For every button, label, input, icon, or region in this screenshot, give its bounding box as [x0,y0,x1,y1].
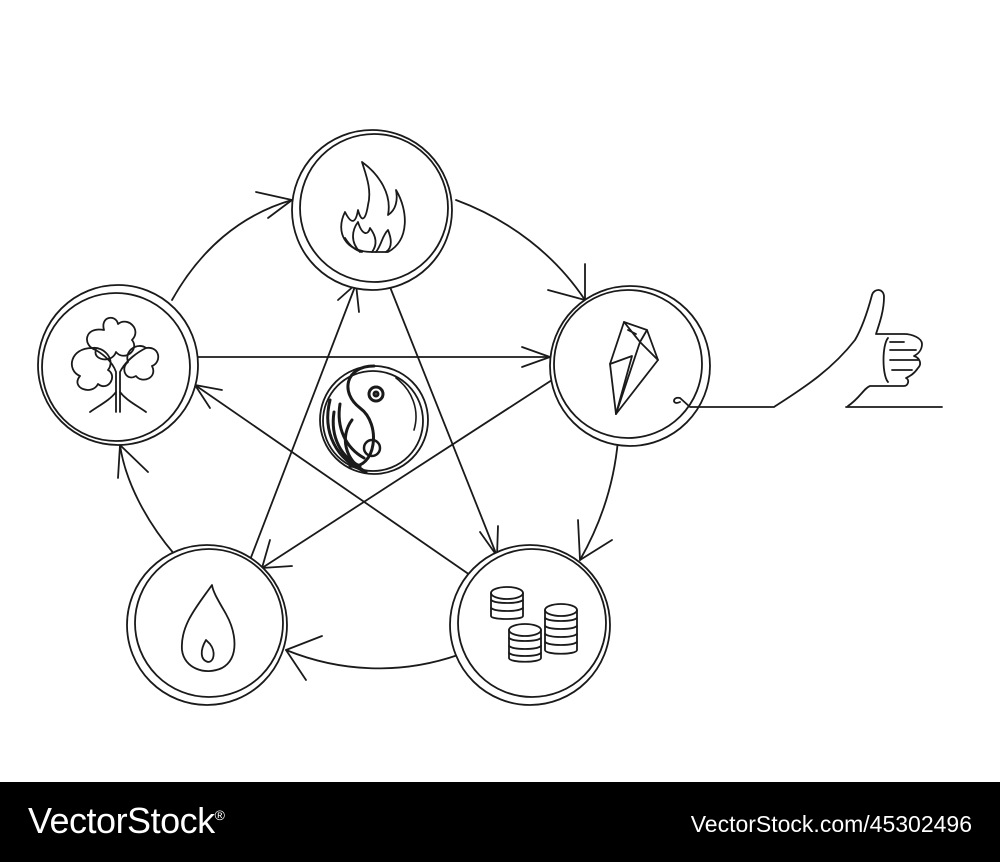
five-elements-diagram [37,129,943,706]
star-arrow-earth-wood [194,384,471,576]
arrowhead [577,519,613,561]
brand-logo: VectorStock® [28,800,225,842]
arrowhead [261,539,293,569]
arrowhead [285,635,323,681]
thumbs-up-icon [673,289,943,408]
registered-mark: ® [214,807,225,823]
cycle-arrow-water-wood [119,444,176,556]
cycle-arrow-earth-water [285,649,459,670]
tree-icon [70,316,160,413]
coin-stacks-icon [490,586,578,663]
star-arrow-fire-earth [389,286,498,557]
element-fire [291,129,453,291]
generating-cycle [117,191,619,681]
element-wood [37,284,199,446]
yin-yang-icon [319,364,429,475]
element-water [126,544,288,706]
water-drop-icon [181,584,236,672]
flame-icon [340,161,406,253]
brand-name: VectorStock [28,800,215,841]
cycle-arrow-metal-earth [579,439,619,561]
element-metal [549,285,711,447]
cycle-arrow-wood-fire [171,199,293,301]
watermark-bar: VectorStock® VectorStock.com/45302496 [0,782,1000,862]
star-arrow-metal-water [261,379,553,569]
crystal-icon [609,321,659,415]
stock-url: VectorStock.com/45302496 [690,811,972,837]
arrowhead [547,263,586,301]
cycle-arrow-fire-metal [455,199,586,301]
arrowhead [255,191,293,219]
element-earth [449,544,611,706]
star-arrow-water-fire [249,283,357,561]
